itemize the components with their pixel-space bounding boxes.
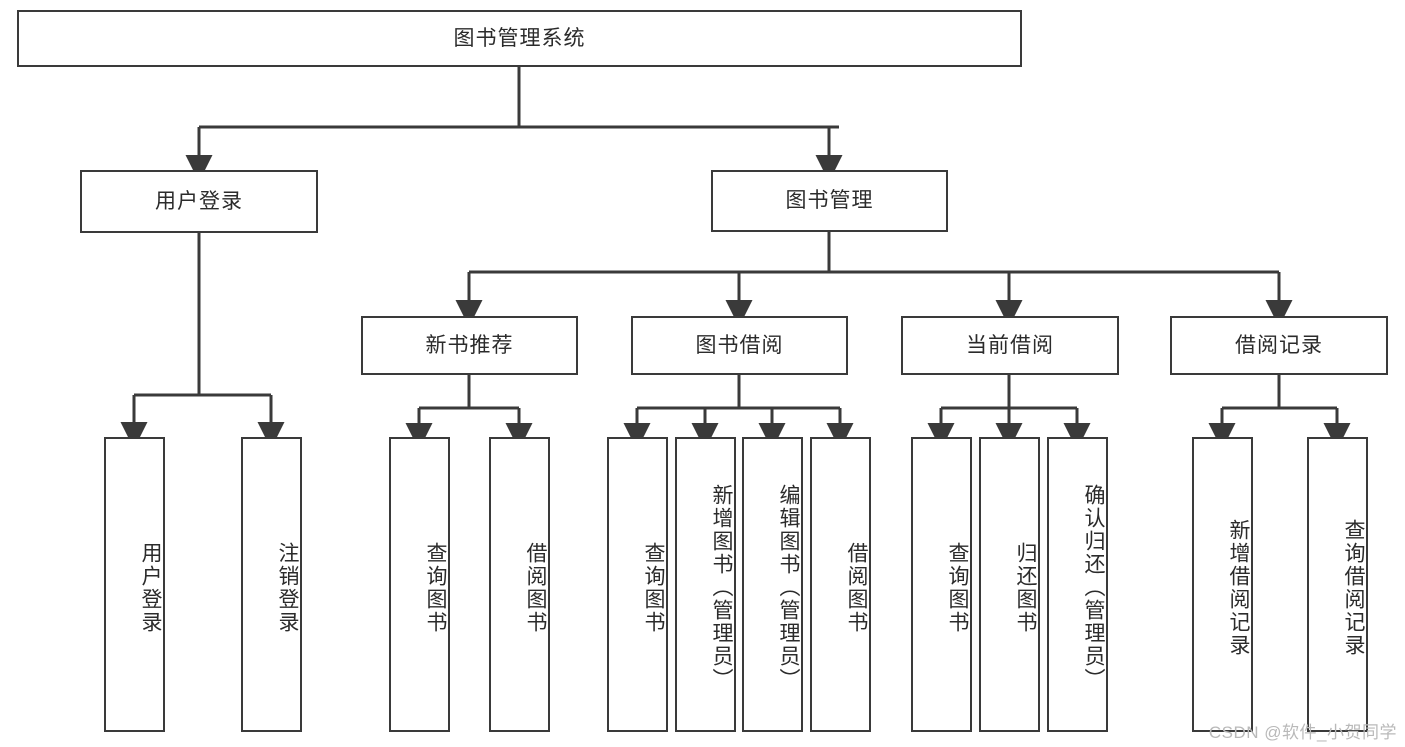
node-label: 图书管理: [785, 189, 874, 213]
node-label: 借阅图书: [524, 541, 547, 634]
leaf-current-borrow-confirm-return-admin[interactable]: 确认归还（管理员）: [1047, 437, 1108, 732]
node-label: 新增图书（管理员）: [710, 484, 733, 691]
leaf-book-borrow-edit-book-admin[interactable]: 编辑图书（管理员）: [742, 437, 803, 732]
leaf-borrow-record-query-record[interactable]: 查询借阅记录: [1307, 437, 1368, 732]
node-label: 注销登录: [276, 541, 299, 634]
leaf-new-book-query-book[interactable]: 查询图书: [389, 437, 450, 732]
csdn-watermark: CSDN @软件_小贺同学: [1208, 723, 1397, 742]
node-label: 确认归还（管理员）: [1082, 484, 1105, 691]
node-new-book-recommend[interactable]: 新书推荐: [361, 316, 578, 375]
leaf-book-borrow-query-book[interactable]: 查询图书: [607, 437, 668, 732]
leaf-new-book-borrow-book[interactable]: 借阅图书: [489, 437, 550, 732]
leaf-borrow-record-add-record[interactable]: 新增借阅记录: [1192, 437, 1253, 732]
node-root-book-management-system[interactable]: 图书管理系统: [17, 10, 1022, 67]
node-label: 归还图书: [1014, 541, 1037, 634]
node-label: 查询图书: [424, 541, 447, 634]
leaf-current-borrow-return-book[interactable]: 归还图书: [979, 437, 1040, 732]
node-label: 用户登录: [155, 189, 243, 213]
leaf-book-borrow-borrow-book[interactable]: 借阅图书: [810, 437, 871, 732]
node-label: 新书推荐: [425, 333, 514, 357]
leaf-current-borrow-query-book[interactable]: 查询图书: [911, 437, 972, 732]
node-user-login[interactable]: 用户登录: [80, 170, 318, 233]
node-book-management[interactable]: 图书管理: [711, 170, 948, 232]
leaf-book-borrow-add-book-admin[interactable]: 新增图书（管理员）: [675, 437, 736, 732]
node-label: 新增借阅记录: [1227, 518, 1250, 657]
node-label: 编辑图书（管理员）: [777, 484, 800, 691]
node-label: 图书借阅: [695, 333, 784, 357]
node-current-borrow[interactable]: 当前借阅: [901, 316, 1119, 375]
node-label: 用户登录: [139, 541, 162, 634]
node-label: 查询借阅记录: [1342, 518, 1365, 657]
node-label: 图书管理系统: [453, 26, 586, 50]
node-label: 借阅图书: [845, 541, 868, 634]
leaf-user-login-login[interactable]: 用户登录: [104, 437, 165, 732]
node-label: 查询图书: [642, 541, 665, 634]
node-borrow-record[interactable]: 借阅记录: [1170, 316, 1388, 375]
node-book-borrow[interactable]: 图书借阅: [631, 316, 848, 375]
node-label: 当前借阅: [966, 333, 1054, 357]
node-label: 查询图书: [946, 541, 969, 634]
leaf-user-login-logout[interactable]: 注销登录: [241, 437, 302, 732]
node-label: 借阅记录: [1235, 333, 1323, 357]
